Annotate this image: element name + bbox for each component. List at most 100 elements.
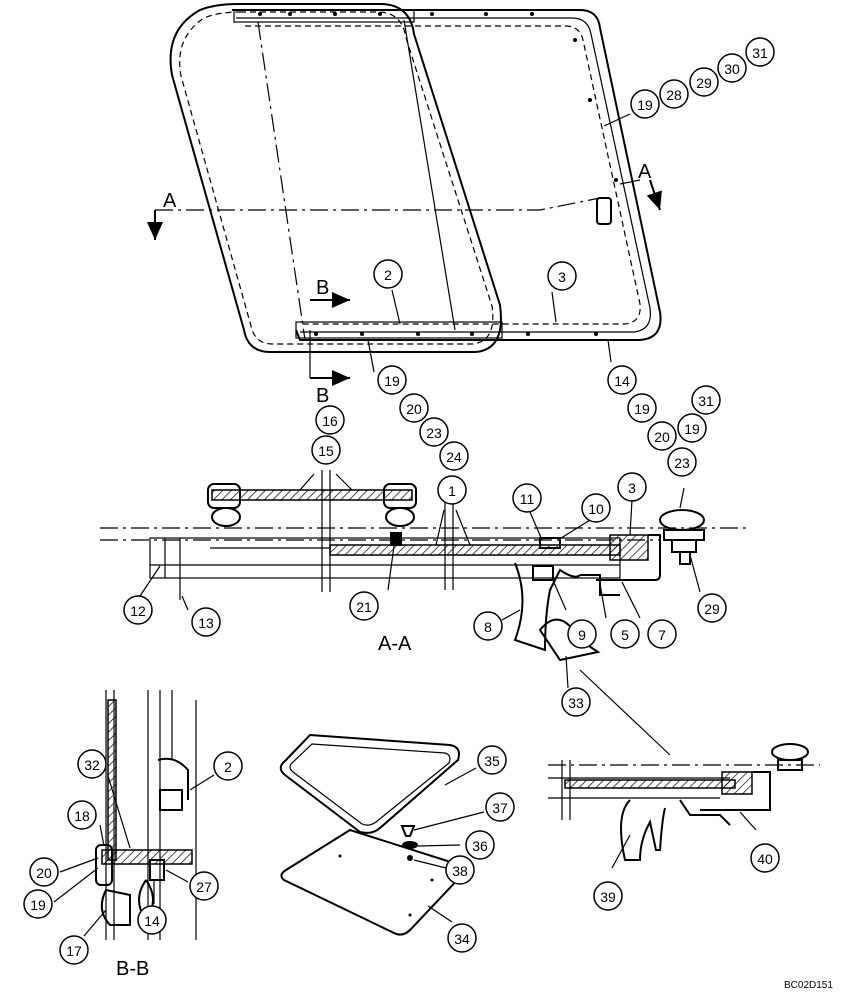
callout-c20-mid: 20 <box>399 393 429 423</box>
callout-number: 14 <box>144 913 160 929</box>
callout-c19-top: 19 <box>630 89 660 119</box>
callout-c16: 16 <box>315 405 345 435</box>
bb-seal-upper <box>159 789 183 811</box>
callout-c19-bolt: 19 <box>677 413 707 443</box>
callout-number: 31 <box>698 393 714 409</box>
callout-number: 24 <box>446 449 462 465</box>
bb-lower-seal <box>100 888 131 926</box>
callout-c27: 27 <box>189 871 219 901</box>
callout-number: 23 <box>426 425 442 441</box>
callout-number: 19 <box>634 401 650 417</box>
frame-corner <box>609 534 649 561</box>
callout-c36: 36 <box>465 830 495 860</box>
section-label-bb: B-B <box>116 958 149 980</box>
callout-number: 8 <box>484 619 492 635</box>
callout-c33: 33 <box>561 687 591 717</box>
gasket-frame-35 <box>279 733 460 834</box>
callout-number: 23 <box>674 455 690 471</box>
sliding-panel-seal <box>179 11 494 345</box>
callout-c31-right: 31 <box>691 385 721 415</box>
callout-c9: 9 <box>567 619 597 649</box>
callout-number: 18 <box>74 808 90 824</box>
callout-c15: 15 <box>311 435 341 465</box>
callout-c20-right: 20 <box>647 421 677 451</box>
callout-number: 12 <box>130 603 146 619</box>
sliding-panel-outline <box>169 3 502 353</box>
callout-c23-right: 23 <box>667 447 697 477</box>
callout-c38: 38 <box>445 855 475 885</box>
aa-leaders <box>139 473 701 756</box>
callout-c19-bb: 19 <box>23 889 53 919</box>
sliding-window-assembly: A A B B <box>147 3 662 407</box>
inner-frame-right <box>236 17 652 333</box>
section-label-b-top: B <box>316 277 329 299</box>
callout-c2-top: 2 <box>373 259 403 289</box>
callout-number: 31 <box>752 45 768 61</box>
callout-number: 10 <box>588 501 604 517</box>
section-line-a <box>155 197 601 211</box>
callout-c19-right: 19 <box>627 393 657 423</box>
callout-number: 19 <box>684 421 700 437</box>
latch-handle <box>596 197 612 225</box>
section-label-a-left: A <box>163 190 177 212</box>
callout-c3-top: 3 <box>547 261 577 291</box>
spacer-block <box>390 532 402 546</box>
callout-number: 9 <box>578 627 586 643</box>
callout-c29-aa: 29 <box>697 593 727 623</box>
callout-number: 14 <box>614 373 630 389</box>
callout-c29-top: 29 <box>689 67 719 97</box>
callout-c5: 5 <box>610 619 640 649</box>
section-label-a-right: A <box>638 161 652 183</box>
callout-number: 29 <box>704 601 720 617</box>
bb-clamp <box>101 849 193 865</box>
detail-catch <box>679 799 731 826</box>
sliding-glass <box>211 489 413 501</box>
knob-nut <box>671 539 697 553</box>
callout-number: 17 <box>66 943 82 959</box>
section-label-aa: A-A <box>378 633 412 655</box>
callout-number: 15 <box>318 443 334 459</box>
callout-c10: 10 <box>581 493 611 523</box>
panel-edge-line <box>403 19 456 331</box>
callout-number: 32 <box>84 757 100 773</box>
section-bb-view: B-B <box>53 690 215 980</box>
callout-number: 5 <box>621 627 629 643</box>
detail-latch <box>620 799 666 861</box>
callout-number: 30 <box>724 61 740 77</box>
callout-c8: 8 <box>473 611 503 641</box>
callout-c7: 7 <box>647 619 677 649</box>
callout-c31-top: 31 <box>745 37 775 67</box>
callout-number: 40 <box>757 851 773 867</box>
section-arrow-a-right <box>646 179 662 211</box>
cover-plates <box>279 733 485 936</box>
callout-number: 21 <box>356 599 372 615</box>
callout-number: 20 <box>36 865 52 881</box>
nut-38 <box>407 855 413 861</box>
callout-c13: 13 <box>191 607 221 637</box>
callout-number: 16 <box>322 413 338 429</box>
callout-c35: 35 <box>477 745 507 775</box>
callout-c32: 32 <box>77 749 107 779</box>
latch-screw <box>539 537 561 549</box>
callout-c21: 21 <box>349 591 379 621</box>
callout-number: 39 <box>600 889 616 905</box>
callout-c39: 39 <box>593 881 623 911</box>
glide-left <box>211 507 241 527</box>
knob-washer <box>663 529 705 541</box>
callout-number: 13 <box>198 615 214 631</box>
callout-number: 11 <box>520 491 535 507</box>
bb-screw <box>149 859 165 881</box>
callout-c40: 40 <box>750 843 780 873</box>
callout-c20-bb: 20 <box>29 857 59 887</box>
callout-c1: 1 <box>437 475 467 505</box>
callout-c12: 12 <box>123 595 153 625</box>
top-rail <box>233 9 415 23</box>
latch-pivot <box>532 565 554 581</box>
callout-number: 35 <box>484 753 500 769</box>
callout-c28: 28 <box>659 79 689 109</box>
plate-leaders <box>413 767 485 923</box>
frame-channel <box>596 534 661 581</box>
